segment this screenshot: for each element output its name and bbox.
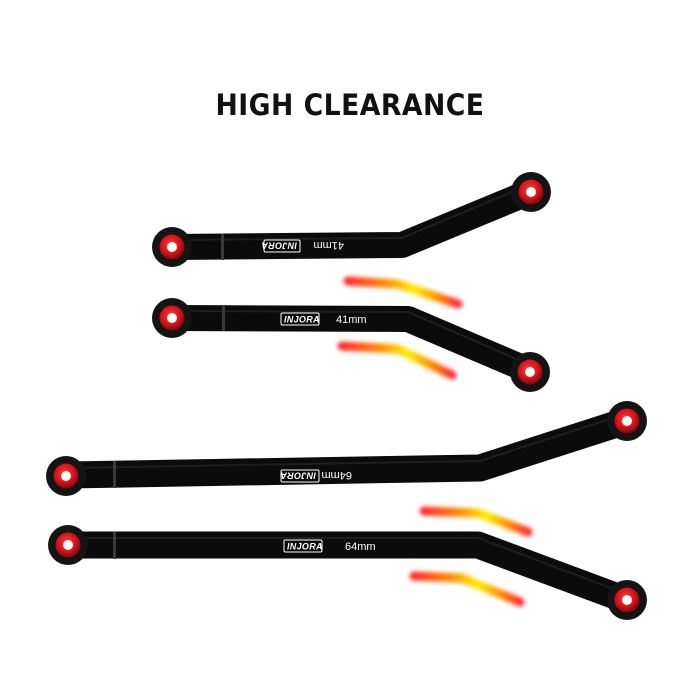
- glow-streak-3: [419, 506, 533, 537]
- glow-streak-2: [337, 341, 457, 380]
- rod-end-right: [607, 580, 647, 620]
- rod-end-left: [152, 298, 192, 338]
- rod-end-left: [46, 456, 86, 496]
- bar-seam: [113, 532, 116, 559]
- link-64mm-upper: 64mm INJORA: [46, 401, 647, 496]
- length-label: 41mm: [336, 314, 367, 326]
- length-label: 64mm: [345, 541, 376, 553]
- rod-end-right: [510, 352, 550, 392]
- bar-seam: [221, 234, 224, 260]
- rod-end-left: [152, 227, 192, 267]
- rod-end-left: [48, 525, 88, 565]
- link-41mm-upper: 41mm INJORA: [152, 172, 551, 267]
- link-41mm-lower: INJORA 41mm: [152, 298, 550, 392]
- brand-logo: INJORA: [261, 241, 297, 251]
- rod-end-right: [511, 172, 551, 212]
- brand-logo-frame: [280, 469, 320, 483]
- bar-seam: [113, 461, 116, 488]
- length-label: 64mm: [321, 469, 352, 481]
- bar-seam: [222, 305, 225, 331]
- glow-streak-4: [409, 571, 525, 607]
- brand-logo-frame: [283, 539, 323, 553]
- rod-end-right: [607, 401, 647, 441]
- brand-logo-frame: [263, 239, 301, 253]
- brand-logo-frame: [280, 312, 320, 326]
- brand-logo: INJORA: [287, 542, 323, 552]
- glow-streak-1: [343, 276, 463, 309]
- brand-logo: INJORA: [284, 315, 320, 325]
- page-title: HIGH CLEARANCE: [215, 88, 485, 122]
- length-label: 41mm: [313, 239, 344, 251]
- link-64mm-lower: INJORA 64mm: [48, 525, 647, 620]
- brand-logo: INJORA: [280, 471, 316, 481]
